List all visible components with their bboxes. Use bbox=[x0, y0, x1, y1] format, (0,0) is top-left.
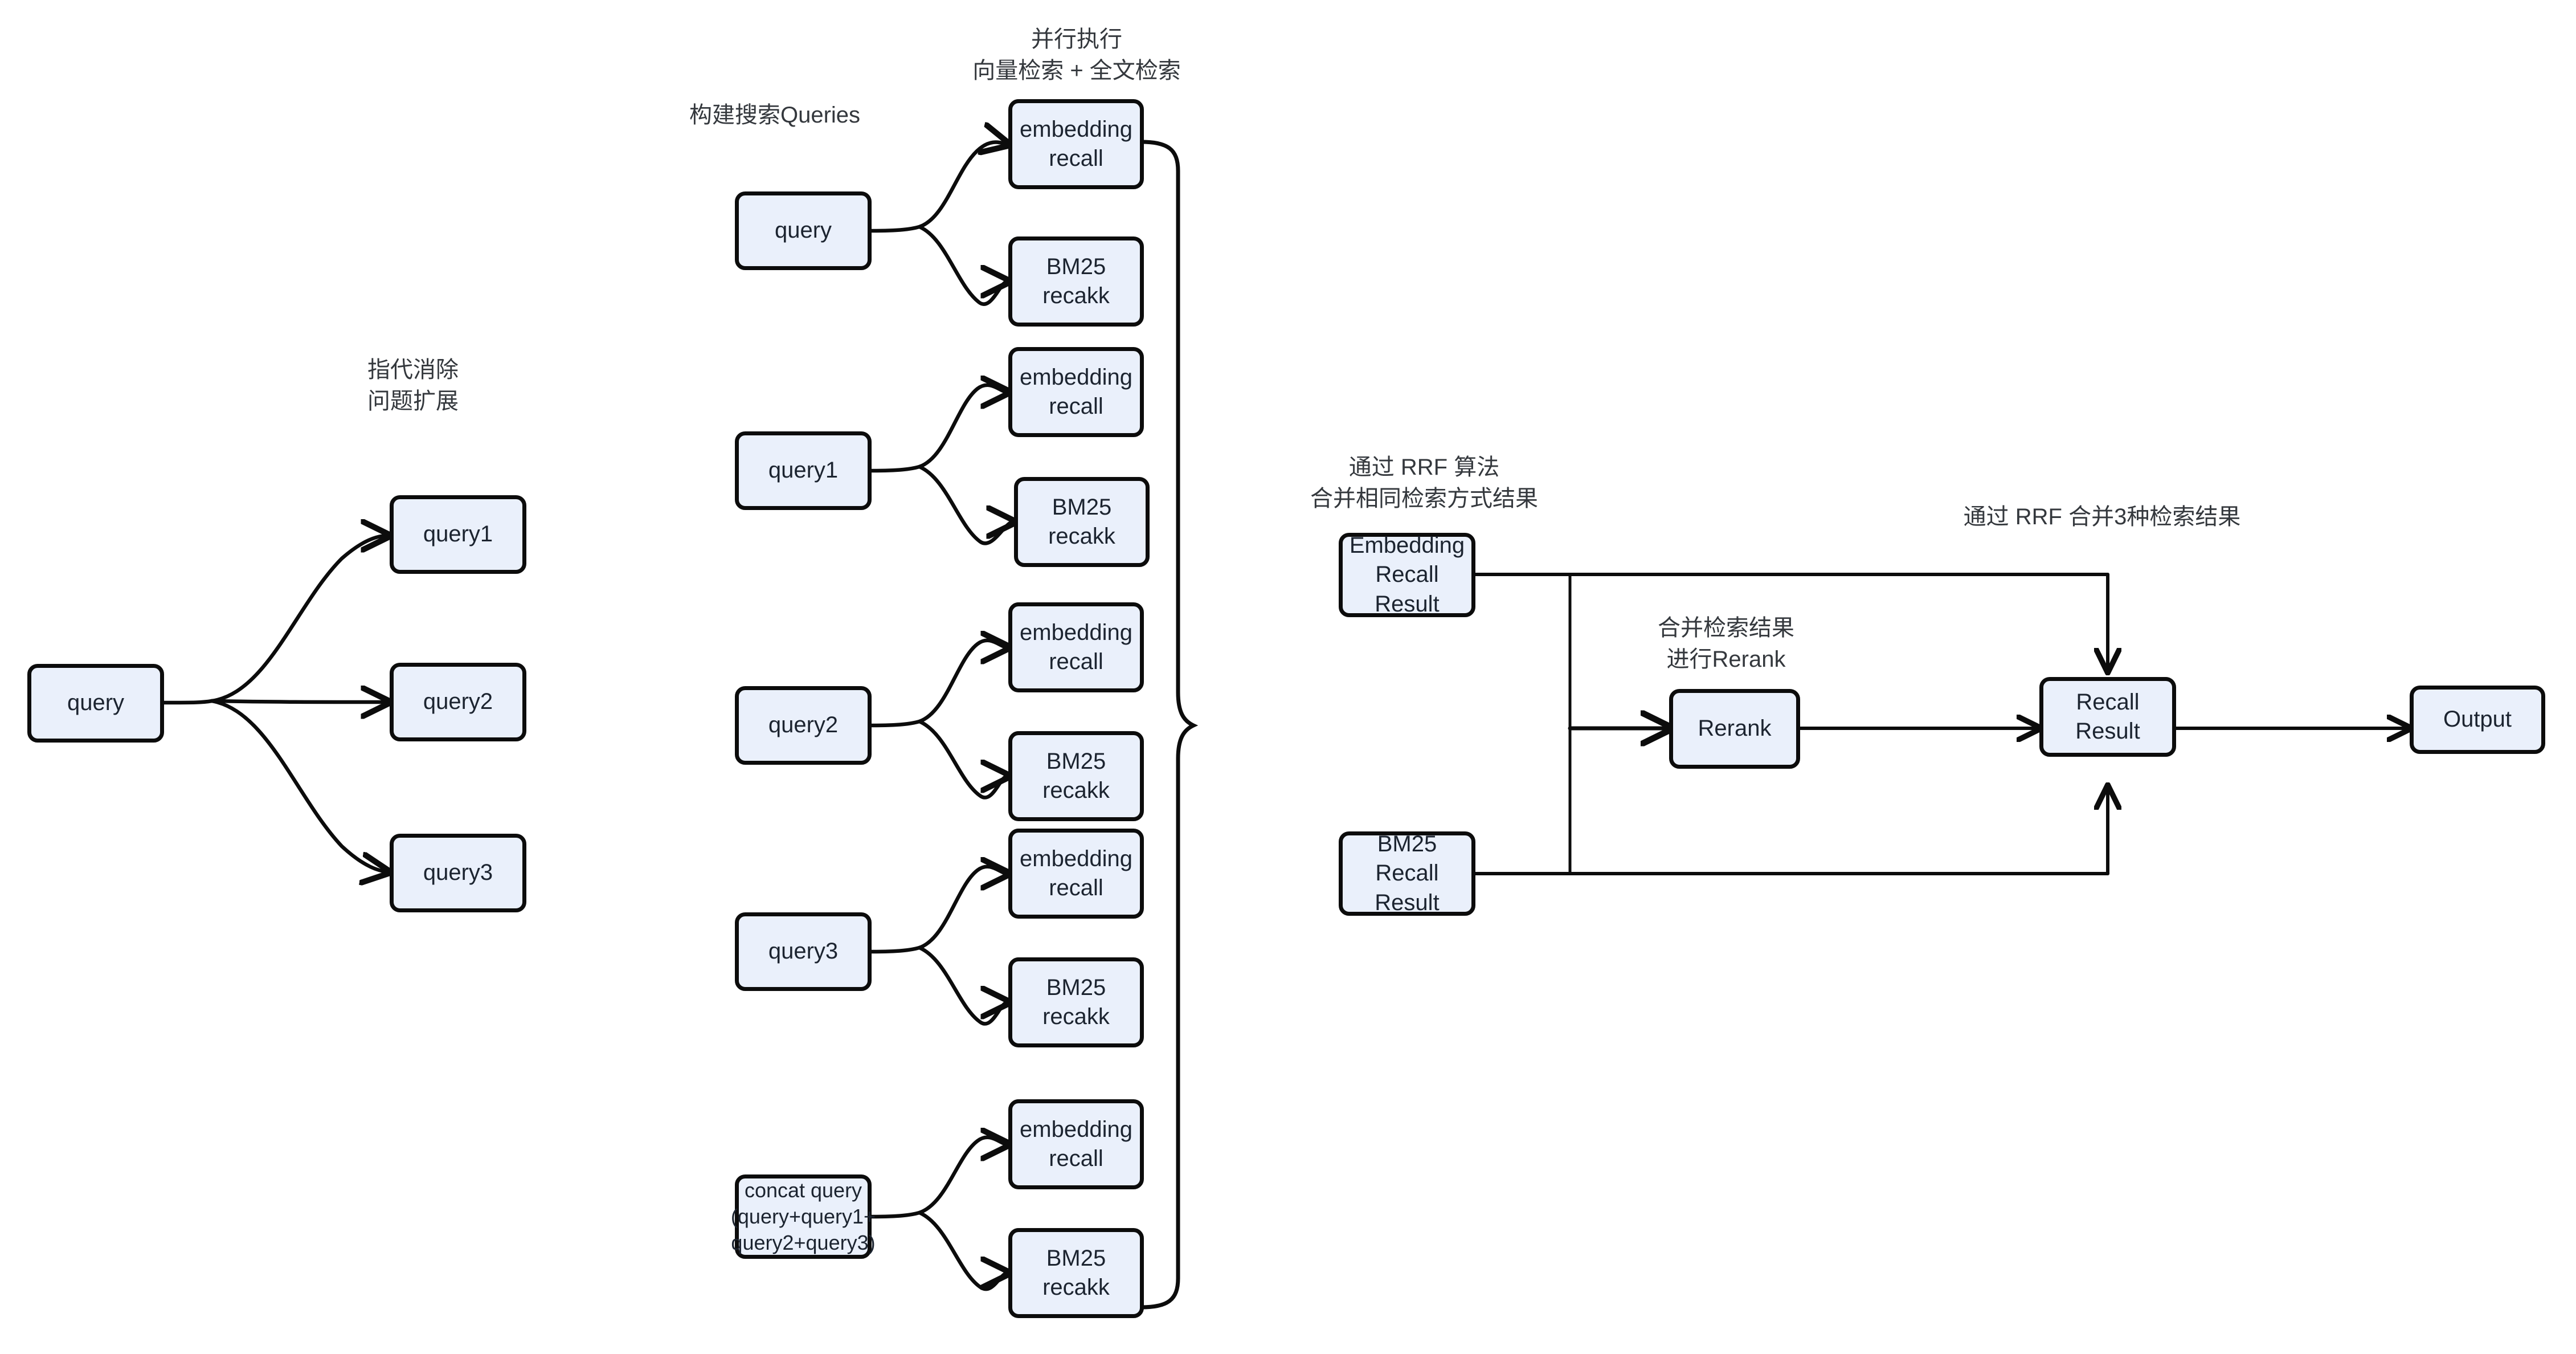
node-embedding-recall-5[interactable]: embedding recall bbox=[1008, 1099, 1144, 1189]
node-bm25-recall-4[interactable]: BM25 recakk bbox=[1008, 957, 1144, 1047]
node-query1[interactable]: query1 bbox=[390, 495, 526, 574]
node-bm25-recall-result[interactable]: BM25 Recall Result bbox=[1339, 831, 1475, 916]
caption-coref-expansion: 指代消除 问题扩展 bbox=[367, 357, 459, 414]
node-bm25-recall-5[interactable]: BM25 recakk bbox=[1008, 1228, 1144, 1318]
node-bm25-recall-1[interactable]: BM25 recakk bbox=[1008, 236, 1144, 327]
node-query3[interactable]: query3 bbox=[390, 834, 526, 912]
node-output[interactable]: Output bbox=[2410, 686, 2545, 754]
node-embedding-recall-1[interactable]: embedding recall bbox=[1008, 99, 1144, 189]
node-embedding-recall-3[interactable]: embedding recall bbox=[1008, 602, 1144, 692]
node-embedding-recall-result[interactable]: Embedding Recall Result bbox=[1339, 533, 1475, 617]
caption-build-queries: 构建搜索Queries bbox=[689, 103, 861, 128]
node-query2[interactable]: query2 bbox=[390, 663, 526, 741]
node-embedding-recall-2[interactable]: embedding recall bbox=[1008, 347, 1144, 437]
node-query-root[interactable]: query bbox=[27, 664, 164, 743]
caption-rrf-three-results: 通过 RRF 合并3种检索结果 bbox=[1963, 504, 2241, 529]
node-col2-query2[interactable]: query2 bbox=[735, 686, 872, 765]
node-col2-query[interactable]: query bbox=[735, 191, 872, 270]
node-col2-query1[interactable]: query1 bbox=[735, 431, 872, 510]
node-bm25-recall-3[interactable]: BM25 recakk bbox=[1008, 731, 1144, 821]
node-rerank[interactable]: Rerank bbox=[1669, 689, 1800, 769]
caption-parallel-exec: 并行执行 向量检索 + 全文检索 bbox=[972, 27, 1181, 84]
node-concat-query[interactable]: concat query (query+query1+ query2+query… bbox=[731, 1174, 876, 1259]
caption-merge-rerank: 合并检索结果 进行Rerank bbox=[1658, 615, 1794, 672]
node-embedding-recall-4[interactable]: embedding recall bbox=[1008, 829, 1144, 919]
node-recall-result[interactable]: Recall Result bbox=[2039, 677, 2176, 757]
node-col2-query3[interactable]: query3 bbox=[735, 912, 872, 991]
node-bm25-recall-2[interactable]: BM25 recakk bbox=[1014, 477, 1150, 567]
caption-rrf-same-method: 通过 RRF 算法 合并相同检索方式结果 bbox=[1310, 455, 1538, 512]
